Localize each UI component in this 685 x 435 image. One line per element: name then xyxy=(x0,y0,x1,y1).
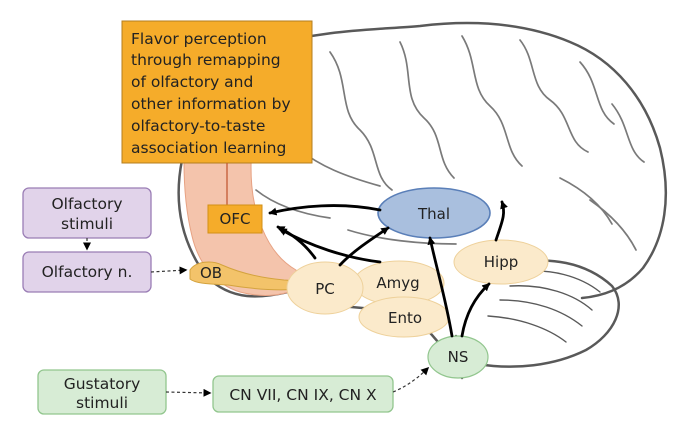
olfactory-nerve-label: Olfactory n. xyxy=(42,263,133,281)
dashed-arrow-gustatory-to-cn xyxy=(165,388,212,397)
thal-label: Thal xyxy=(417,205,450,223)
arrow-thal-to-ofc xyxy=(268,204,382,216)
cranial-nerves-box xyxy=(212,375,394,413)
cranial-nerves-label: CN VII, CN IX, CN X xyxy=(229,386,377,404)
ob-label: OB xyxy=(200,264,222,282)
hipp-ellipse xyxy=(453,239,549,285)
ofc-label: OFC xyxy=(220,210,251,228)
arrow-pc-to-thal xyxy=(338,226,390,267)
ofc-box xyxy=(207,204,263,234)
pathway-arrows xyxy=(268,200,508,338)
gustatory-stimuli-line1: Gustatory xyxy=(64,375,141,393)
callout-line: through remapping xyxy=(131,51,281,69)
brain-sulci xyxy=(227,35,645,251)
amyg-label: Amyg xyxy=(376,274,419,292)
pc-ellipse xyxy=(286,261,364,315)
hipp-label: Hipp xyxy=(484,253,519,271)
callout-line: Flavor perception xyxy=(131,30,267,48)
dashed-arrow-cn-to-ns xyxy=(392,366,430,393)
callout-line: of olfactory and xyxy=(131,73,253,91)
arrow-amyg-to-ofc xyxy=(278,227,382,264)
callout-box xyxy=(121,20,313,164)
arrow-ns-to-hipp xyxy=(460,282,491,338)
ns-label: NS xyxy=(448,348,469,366)
ns-ellipse xyxy=(427,335,489,379)
callout-line: olfactory-to-taste xyxy=(131,117,265,135)
gustatory-stimuli-line2: stimuli xyxy=(76,394,128,412)
olfactory-stimuli-line2: stimuli xyxy=(61,215,113,233)
dashed-arrow-nerve-to-ob xyxy=(150,266,188,275)
callout-line: association learning xyxy=(131,139,286,157)
dashed-connectors xyxy=(83,238,430,397)
arrow-ns-to-thal xyxy=(427,236,454,338)
olfactory-stimuli-line1: Olfactory xyxy=(51,195,122,213)
pc-label: PC xyxy=(315,280,335,298)
callout-line: other information by xyxy=(131,95,291,113)
arrow-hipp-to-thal xyxy=(494,200,508,242)
callout-text: Flavor perception through remapping of o… xyxy=(131,30,291,157)
ento-label: Ento xyxy=(388,309,422,327)
